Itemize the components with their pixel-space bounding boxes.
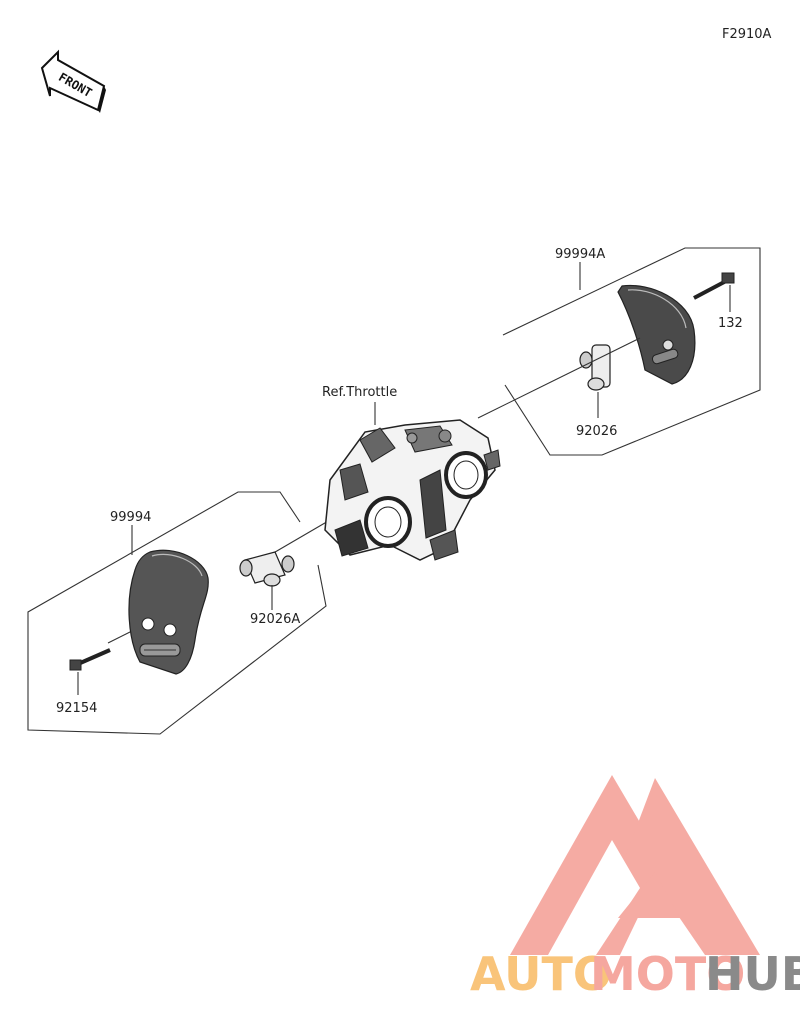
watermark-hub: HUB (705, 947, 800, 1001)
left-heat-guard (128, 549, 209, 675)
label-ref-throttle: Ref.Throttle (322, 385, 397, 400)
spacer-92026 (579, 344, 611, 391)
label-92026: 92026 (576, 424, 617, 439)
throttle-body (324, 419, 501, 561)
spacer-92026A (239, 551, 295, 587)
figure-code: F2910A (722, 27, 772, 42)
watermark-auto: AUTO (470, 947, 612, 1001)
label-92026A: 92026A (250, 612, 300, 627)
automotohub-logo (510, 775, 760, 955)
label-92154: 92154 (56, 701, 97, 716)
label-99994: 99994 (110, 510, 151, 525)
right-heat-guard (617, 284, 696, 385)
bolt-132 (693, 272, 735, 300)
watermark-moto: MOTO (590, 947, 745, 1001)
right-group-outline (502, 247, 761, 456)
front-arrow-icon: FRONT (40, 49, 106, 113)
label-132: 132 (718, 316, 743, 331)
label-99994A: 99994A (555, 247, 605, 262)
left-group-outline (27, 491, 327, 735)
bolt-92154 (69, 648, 111, 671)
